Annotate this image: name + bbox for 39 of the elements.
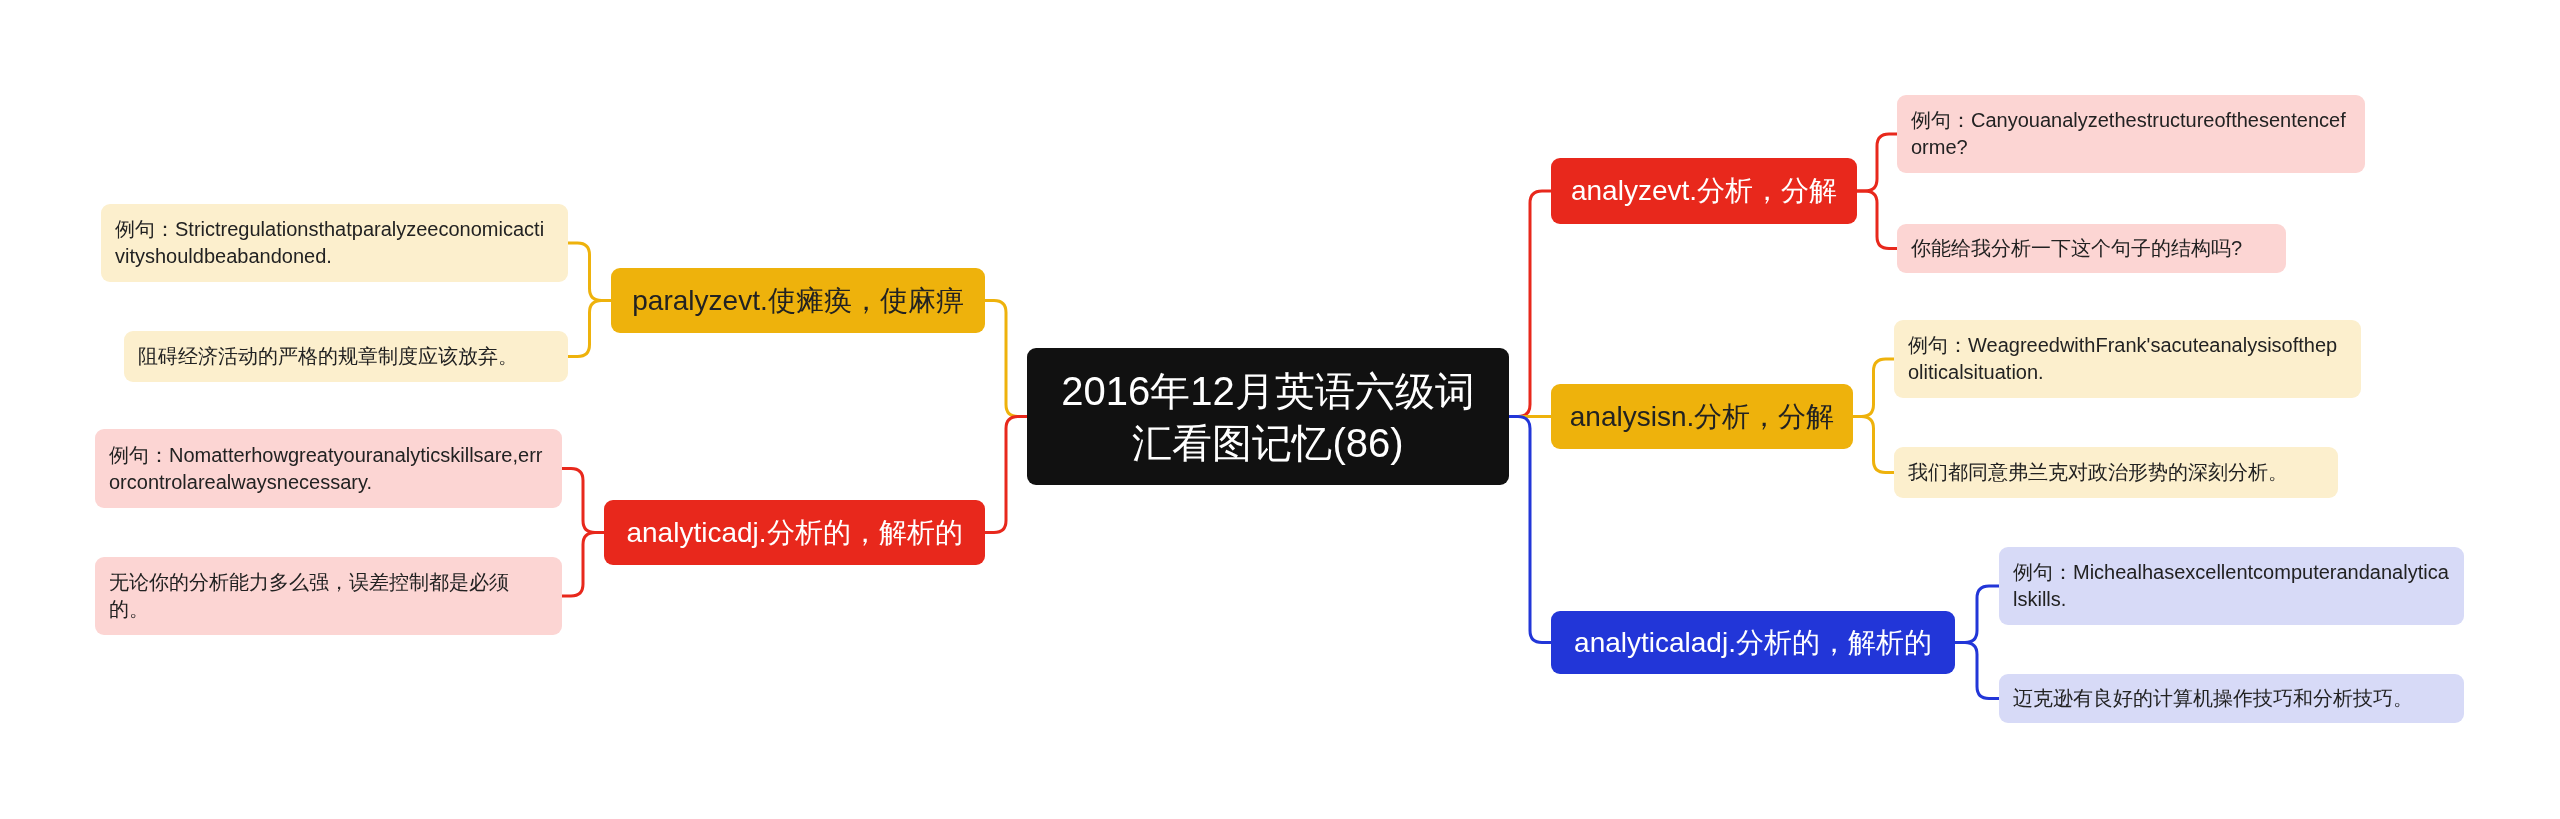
topic-text: analyzevt.分析，分解 [1570,174,1838,208]
example-text: 例句：Canyouanalyzethestructureofthesentenceforme? [1911,108,2347,160]
example-sentence-box [1999,674,2464,723]
example-sentence-box [1894,320,2361,398]
connector-line [985,415,1027,534]
connector-line [562,531,604,598]
central-topic-box [1027,348,1509,485]
example-text: 例句：Michealhasexcellentcomputerandanalyticalskills. [2013,560,2450,612]
branch-topic-box [611,268,985,333]
example-text: 例句：Nomatterhowgreatyouranalyticskillsare,errorcontrolarealwaysnecessary. [109,442,544,495]
example-sentence-box [1897,95,2365,173]
example-sentence-box [95,429,562,508]
topic-text: paralyzevt.使瘫痪，使麻痹 [632,283,964,318]
branch-topic-box [1551,158,1857,224]
connector-line [1955,641,1999,700]
topic-text: 2016年12月英语六级词汇看图记忆(86) [1060,367,1476,467]
topic-text: analyticadj.分析的，解析的 [626,515,963,550]
example-sentence-box [1894,447,2338,498]
example-sentence-box [1897,224,2286,273]
example-text: 例句：Strictregulationsthatparalyzeeconomicactivityshouldbeabandoned. [115,217,546,269]
example-sentence-box [101,204,568,282]
connector-line [1857,189,1897,250]
connector-line [1853,415,1894,474]
connector-line [568,299,611,358]
example-text: 你能给我分析一下这个句子的结构吗? [1911,236,2243,261]
branch-topic-box [1551,611,1955,674]
example-text: 迈克逊有良好的计算机操作技巧和分析技巧。 [2013,686,2413,711]
connector-line [1509,415,1551,644]
example-text: 无论你的分析能力多么强，误差控制都是必须的。 [109,570,510,622]
branch-topic-box [604,500,985,565]
example-sentence-box [124,331,568,382]
topic-text: analysisn.分析，分解 [1569,399,1835,434]
example-text: 例句：WeagreedwithFrank'sacuteanalysisofthepoliticalsituation. [1908,333,2339,385]
example-text: 阻碍经济活动的严格的规章制度应该放弃。 [138,344,518,369]
example-sentence-box [95,557,562,635]
branch-topic-box [1551,384,1853,449]
topic-text: analyticaladj.分析的，解析的 [1574,625,1932,660]
example-sentence-box [1999,547,2464,625]
example-text: 我们都同意弗兰克对政治形势的深刻分析。 [1908,460,2288,485]
